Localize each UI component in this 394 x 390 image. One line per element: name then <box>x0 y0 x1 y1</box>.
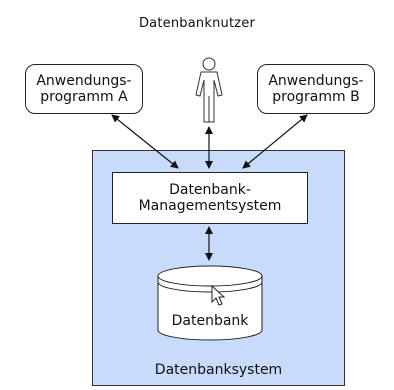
application-a-line1: Anwendungs- <box>36 72 132 89</box>
application-a-line2: programm A <box>40 89 128 105</box>
dbms-box: Datenbank- Managementsystem <box>112 172 308 224</box>
database-cylinder <box>157 265 263 341</box>
application-b-box: Anwendungs- programm B <box>257 64 375 114</box>
mouse-cursor-icon <box>211 284 226 306</box>
application-a-box: Anwendungs- programm A <box>25 64 143 114</box>
dbms-line1: Datenbank- <box>169 181 251 198</box>
application-b-line2: programm B <box>272 89 360 105</box>
arrow-icon <box>111 114 179 169</box>
database-user-label: Datenbanknutzer <box>138 16 256 31</box>
dbms-line2: Managementsystem <box>138 198 282 214</box>
application-b-line1: Anwendungs- <box>268 72 364 89</box>
user-figure-icon <box>195 57 223 123</box>
database-system-label: Datenbanksystem <box>154 362 283 378</box>
arrow-icon <box>242 114 308 169</box>
database-label: Datenbank <box>171 313 249 329</box>
